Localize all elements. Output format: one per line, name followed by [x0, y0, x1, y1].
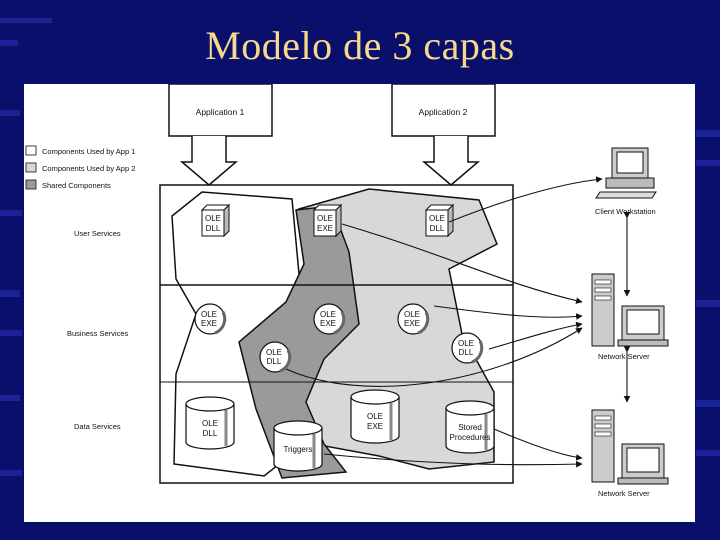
- data-ole-dll-line2: DLL: [203, 429, 218, 438]
- biz-ole-dll-2-line2: DLL: [459, 348, 474, 357]
- user-ole-dll-2-box: [424, 203, 455, 238]
- data-ole-exe-line2: EXE: [367, 422, 383, 431]
- biz-ole-exe-3-sphere: [397, 303, 430, 335]
- legend-swatch-shared: [25, 179, 37, 190]
- biz-ole-exe-1-line2: EXE: [201, 319, 217, 328]
- slide-title: Modelo de 3 capas: [205, 23, 515, 68]
- biz-ole-exe-1-line1: OLE: [201, 310, 217, 319]
- user-ole-dll-1-line2: DLL: [206, 224, 221, 233]
- legend-swatch-app2: [25, 162, 37, 173]
- application-1-label: Application 1: [196, 107, 245, 117]
- data-triggers-cylinder: [273, 420, 323, 472]
- arrow-to-client: [448, 176, 603, 223]
- network-server-1-icon: [591, 273, 669, 347]
- tier-label-user: User Services: [74, 229, 121, 238]
- data-ole-dll-cylinder: [185, 396, 235, 450]
- biz-ole-dll-2-line1: OLE: [458, 339, 474, 348]
- shared-region: [238, 205, 360, 479]
- arrow-exe-to-server1: [341, 223, 583, 304]
- legend-label-app1: Components Used by App 1: [42, 147, 135, 156]
- legend: [25, 145, 37, 190]
- biz-ole-exe-2-sphere: [313, 303, 346, 335]
- biz-ole-exe-2-line1: OLE: [320, 310, 336, 319]
- data-stored-procedures-cylinder: [445, 400, 495, 454]
- data-stored-line1: Stored: [458, 423, 482, 432]
- legend-swatch-app1: [25, 145, 37, 156]
- user-ole-exe-line1: OLE: [317, 214, 333, 223]
- arrow-triggers-to-server2: [323, 453, 583, 468]
- network-server-2-label: Network Server: [598, 489, 650, 498]
- client-workstation-label: Client Workstation: [595, 207, 656, 216]
- three-tier-diagram: Application 1 Application 2 Components U…: [24, 84, 695, 522]
- biz-ole-dll-2-sphere: [451, 332, 484, 364]
- biz-ole-dll-1-line2: DLL: [267, 357, 282, 366]
- user-ole-exe-line2: EXE: [317, 224, 333, 233]
- data-ole-exe-line1: OLE: [367, 412, 383, 421]
- arrow-biz-to-server1: [433, 305, 583, 320]
- biz-ole-exe-3-line1: OLE: [404, 310, 420, 319]
- user-ole-exe-box: [312, 203, 343, 238]
- user-ole-dll-1-line1: OLE: [205, 214, 221, 223]
- biz-ole-exe-2-line2: EXE: [320, 319, 336, 328]
- biz-ole-dll-1-sphere: [259, 341, 292, 373]
- arrow-stored-to-server2: [493, 428, 583, 461]
- data-ole-exe-cylinder: [350, 389, 400, 444]
- user-ole-dll-2-line2: DLL: [430, 224, 445, 233]
- data-ole-dll-line1: OLE: [202, 419, 218, 428]
- tier-label-data: Data Services: [74, 422, 121, 431]
- legend-label-shared: Shared Components: [42, 181, 111, 190]
- tier-label-business: Business Services: [67, 329, 129, 338]
- biz-ole-dll-1-line1: OLE: [266, 348, 282, 357]
- connector-arrows: [285, 176, 603, 468]
- biz-ole-exe-3-line2: EXE: [404, 319, 420, 328]
- client-workstation-icon: [595, 147, 657, 199]
- network-server-1-label: Network Server: [598, 352, 650, 361]
- network-server-2-icon: [591, 409, 669, 485]
- biz-ole-exe-1-sphere: [194, 303, 227, 335]
- application-2-block: [391, 84, 496, 186]
- data-stored-line2: Procedures: [450, 433, 491, 442]
- arrow-dll-to-server1: [285, 327, 583, 387]
- arrow-dll2-to-server1: [488, 321, 583, 350]
- user-ole-dll-2-line1: OLE: [429, 214, 445, 223]
- user-ole-dll-1-box: [200, 203, 231, 238]
- application-2-label: Application 2: [419, 107, 468, 117]
- legend-label-app2: Components Used by App 2: [42, 164, 135, 173]
- data-triggers-label: Triggers: [283, 445, 312, 454]
